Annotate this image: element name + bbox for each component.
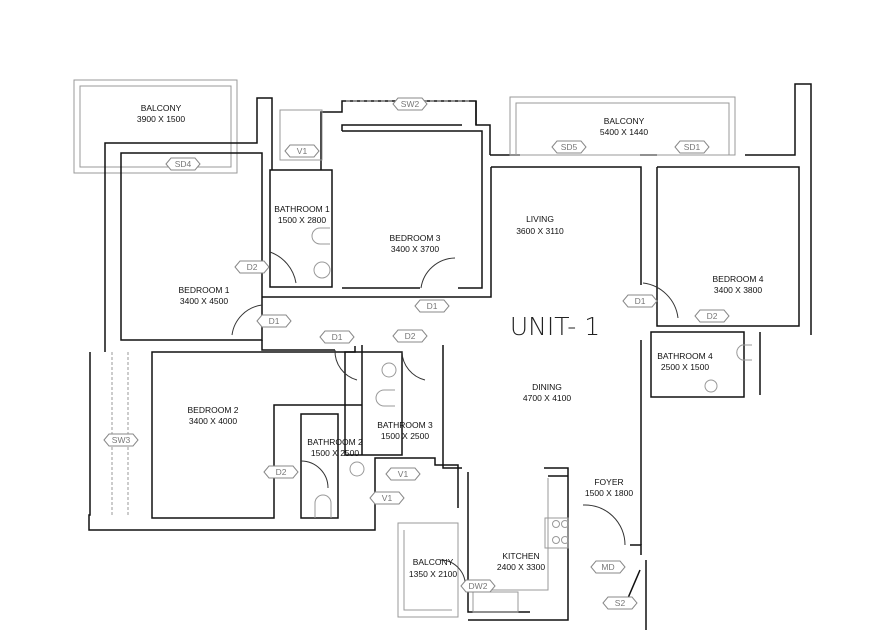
room-name: LIVING [526,214,554,224]
room-name: BATHROOM 2 [307,437,363,447]
room-size: 2500 X 1500 [661,362,709,372]
room-size: 3400 X 4000 [189,416,237,426]
tag-text: DW2 [469,581,488,591]
room-size: 3600 X 3110 [516,226,564,236]
tag-hexagon [460,579,496,593]
tag-text: D1 [427,301,438,311]
room-name: BALCONY [604,116,645,126]
tag-label: D1 [414,299,450,313]
tag-label: V1 [369,491,405,505]
room-size: 4700 X 4100 [523,393,571,403]
room-size: 3400 X 4500 [180,296,228,306]
tag-text: V1 [398,469,409,479]
tag-text: D1 [635,296,646,306]
tag-label: MD [590,560,626,574]
room-name: BATHROOM 1 [274,204,330,214]
tag-text: D2 [405,331,416,341]
tag-label: SD1 [674,140,710,154]
tag-hexagon [392,97,428,111]
tag-label: SD4 [165,157,201,171]
room-size: 1350 X 2100 [409,569,457,579]
tag-hexagon [414,299,450,313]
tag-text: D1 [332,332,343,342]
tag-text: MD [601,562,614,572]
room-name: BEDROOM 1 [178,285,229,295]
tag-label: D2 [392,329,428,343]
tag-label: D2 [263,465,299,479]
tag-label: V1 [385,467,421,481]
tag-text: D2 [707,311,718,321]
room-size: 1500 X 2800 [278,215,326,225]
tag-text: SW2 [401,99,420,109]
room-name: BALCONY [413,557,454,567]
tag-label: V1 [284,144,320,158]
tag-label: SW3 [103,433,139,447]
tag-text: SD4 [175,159,192,169]
tag-text: D2 [276,467,287,477]
room-name: BALCONY [141,103,182,113]
room-size: 1500 X 2500 [381,431,429,441]
tag-text: SD1 [684,142,701,152]
fixtures [311,227,752,544]
unit-label: UNIT- 1 [510,312,600,341]
room-name: BEDROOM 3 [389,233,440,243]
tag-label: D2 [234,260,270,274]
tag-hexagon [319,330,355,344]
tag-label: D1 [256,314,292,328]
tag-hexagon [674,140,710,154]
tag-hexagon [551,140,587,154]
tag-hexagon [590,560,626,574]
tag-hexagon [256,314,292,328]
tag-label: D1 [319,330,355,344]
room-name: BATHROOM 4 [657,351,713,361]
room-size: 3400 X 3800 [714,285,762,295]
tag-text: SD5 [561,142,578,152]
tag-label: D2 [694,309,730,323]
tag-hexagon [622,294,658,308]
room-size: 1500 X 1800 [585,488,633,498]
room-name: BEDROOM 2 [187,405,238,415]
tag-label: SD5 [551,140,587,154]
room-name: KITCHEN [502,551,539,561]
tag-hexagon [165,157,201,171]
tag-hexagon [602,596,638,610]
tag-hexagon [392,329,428,343]
room-size: 3900 X 1500 [137,114,185,124]
tag-label: D1 [622,294,658,308]
tag-hexagon [369,491,405,505]
tag-hexagon [284,144,320,158]
room-name: FOYER [594,477,623,487]
tag-text: S2 [615,598,626,608]
tag-hexagon [234,260,270,274]
tag-text: D2 [247,262,258,272]
room-size: 5400 X 1440 [600,127,648,137]
tag-label: S2 [602,596,638,610]
room-labels: BALCONY 3900 X 1500 BATHROOM 1 1500 X 28… [137,103,764,579]
tag-hexagon [694,309,730,323]
tag-hexagon [263,465,299,479]
room-size: 2400 X 3300 [497,562,545,572]
room-size: 1500 X 2500 [311,448,359,458]
tag-label: DW2 [460,579,496,593]
room-name: DINING [532,382,562,392]
tag-hexagon [103,433,139,447]
tag-text: SW3 [112,435,131,445]
room-size: 3400 X 3700 [391,244,439,254]
tag-text: D1 [269,316,280,326]
tag-hexagon [385,467,421,481]
tag-text: V1 [382,493,393,503]
room-name: BATHROOM 3 [377,420,433,430]
tag-label: SW2 [392,97,428,111]
doors [231,251,679,589]
tag-text: V1 [297,146,308,156]
room-name: BEDROOM 4 [712,274,763,284]
